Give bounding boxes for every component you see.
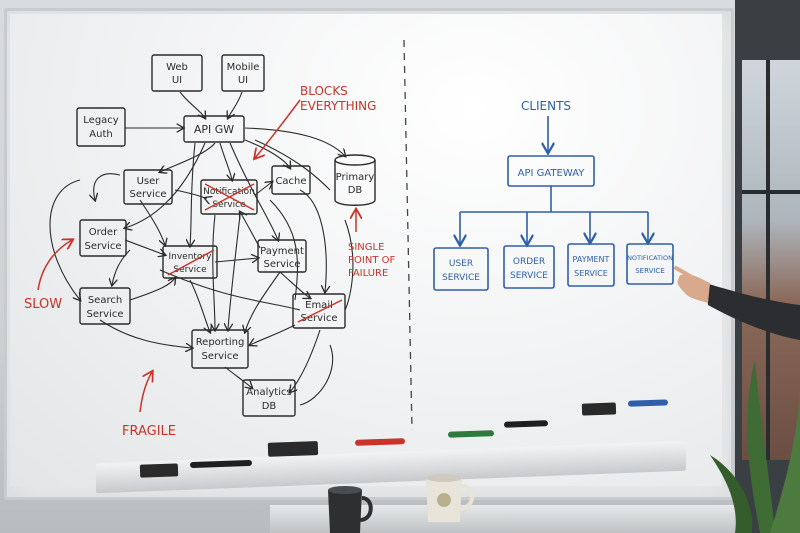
label-notification-service-1: Notification: [203, 187, 255, 197]
annotation-spof-3: FAILURE: [348, 268, 388, 279]
label-notification-service-2: Service: [212, 200, 246, 210]
label-analytics-db-2: DB: [262, 401, 277, 412]
annotation-blocks-2: EVERYTHING: [300, 99, 376, 113]
label-service-4b: SERVICE: [635, 267, 665, 275]
label-user-service-1: User: [137, 176, 161, 187]
label-primary-db-2: DB: [348, 185, 363, 196]
label-service-1a: USER: [449, 259, 473, 269]
marker-blue: [627, 399, 668, 407]
strike-inventory: [167, 249, 215, 276]
label-web-ui-2: UI: [172, 75, 182, 86]
box-web-ui: [151, 54, 203, 92]
label-analytics-db-1: Analytics: [246, 387, 291, 398]
label-service-4a: NOTIFICATION: [627, 254, 673, 262]
label-inventory-service-1: Inventory: [169, 252, 213, 262]
label-mobile-ui-2: UI: [238, 75, 248, 86]
box-legacy-auth: [76, 107, 126, 147]
box-search-service: [79, 287, 131, 325]
red-annotations: [37, 99, 356, 413]
arrow-slow: [37, 240, 72, 291]
pointing-arm: [674, 266, 800, 340]
plant: [710, 360, 800, 533]
label-email-service-1: Email: [305, 300, 333, 311]
box-user-service: [123, 169, 173, 205]
eraser-right: [581, 402, 617, 416]
box-order-service: [79, 219, 127, 257]
box-cache: [271, 165, 311, 195]
label-reporting-service-1: Reporting: [196, 337, 245, 348]
arrow-blocks: [255, 99, 301, 158]
box-api-gw: [183, 115, 245, 143]
box-reporting-service: [191, 329, 249, 369]
arrow-fragile: [139, 372, 152, 413]
label-service-3b: SERVICE: [574, 269, 608, 278]
strike-notification: [204, 183, 255, 211]
box-user-service-clean: [433, 247, 489, 291]
label-clients: CLIENTS: [521, 99, 571, 113]
marker-black-1: [190, 459, 252, 468]
label-search-service-2: Service: [87, 309, 124, 320]
annotation-slow: SLOW: [24, 297, 62, 312]
marker-green: [448, 430, 494, 438]
label-web-ui-1: Web: [166, 62, 188, 73]
label-order-service-2: Service: [85, 241, 122, 252]
box-notification-service: [200, 179, 258, 215]
eraser-middle: [267, 441, 319, 457]
label-api-gw: API GW: [194, 123, 234, 136]
marker-black-2: [504, 420, 548, 428]
box-order-service-clean: [503, 245, 555, 289]
label-mobile-ui-1: Mobile: [227, 62, 260, 73]
label-email-service-2: Service: [301, 313, 338, 324]
cylinder-primary-db: [334, 154, 376, 206]
label-payment-service-1: Payment: [260, 246, 304, 257]
annotation-blocks-1: BLOCKS: [300, 84, 348, 98]
box-mobile-ui: [221, 54, 265, 92]
label-primary-db-1: Primary: [336, 172, 375, 183]
eraser-left: [139, 463, 179, 478]
box-inventory-service: [162, 245, 218, 279]
label-order-service-1: Order: [89, 227, 118, 238]
mug-left: [328, 486, 373, 533]
box-analytics-db: [242, 379, 296, 417]
label-service-3a: PAYMENT: [573, 255, 610, 264]
strike-email: [297, 299, 343, 323]
label-api-gateway: API GATEWAY: [518, 168, 586, 179]
box-payment-service-clean: [567, 243, 615, 287]
label-inventory-service-2: Service: [173, 265, 207, 275]
label-cache: Cache: [275, 176, 306, 187]
annotation-spof-1: SINGLE: [348, 242, 384, 253]
annotation-fragile: FRAGILE: [122, 424, 176, 439]
label-search-service-1: Search: [88, 295, 122, 306]
box-payment-service: [257, 239, 307, 273]
label-legacy-auth-2: Auth: [89, 129, 112, 140]
label-user-service-2: Service: [130, 189, 167, 200]
box-email-service: [292, 293, 346, 329]
label-legacy-auth-1: Legacy: [83, 115, 119, 126]
legacy-diagram-boxes: [76, 54, 376, 417]
label-reporting-service-2: Service: [202, 351, 239, 362]
annotation-spof-2: POINT OF: [348, 255, 395, 266]
box-notification-service-clean: [626, 243, 674, 285]
label-service-2b: SERVICE: [510, 271, 548, 281]
mug-right: [426, 474, 475, 522]
divider-line: [403, 39, 413, 431]
marker-red: [355, 438, 405, 446]
label-service-1b: SERVICE: [442, 273, 480, 283]
clean-architecture: [433, 116, 674, 291]
label-payment-service-2: Service: [264, 259, 301, 270]
label-service-2a: ORDER: [513, 257, 545, 267]
